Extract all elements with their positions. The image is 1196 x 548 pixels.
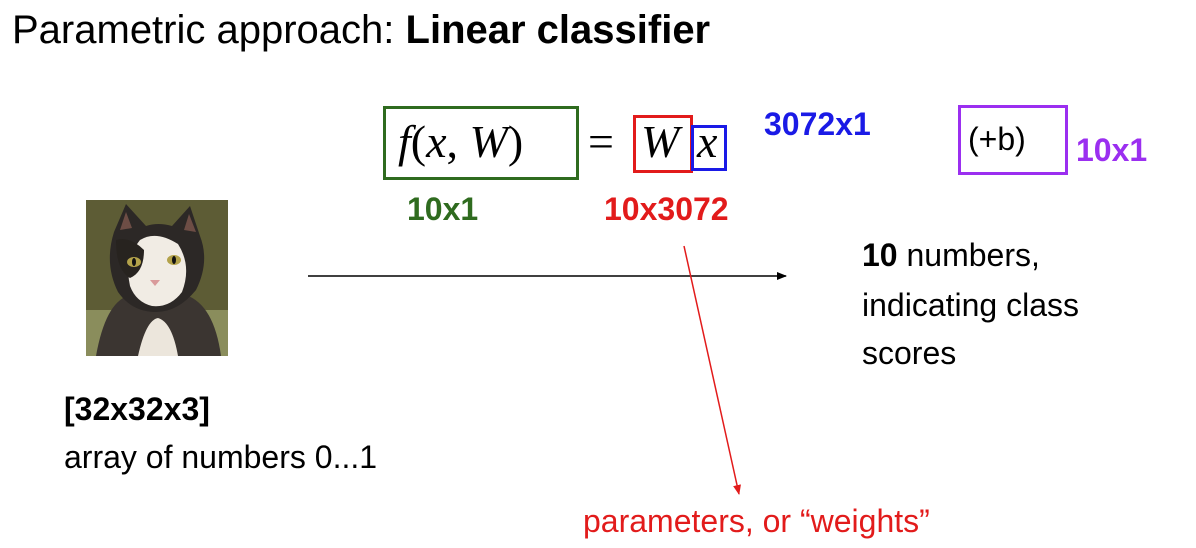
eq-close: ) [507, 116, 524, 167]
output-label-line2: indicating class [862, 287, 1079, 323]
bias-dim: 10x1 [1076, 132, 1148, 168]
output-rest: numbers, [897, 237, 1040, 273]
eq-W2-text: W [641, 116, 680, 167]
page-title: Parametric approach: Linear classifier [12, 4, 710, 56]
input-desc-label: array of numbers 0...1 [64, 439, 378, 475]
cat-drawing [86, 200, 228, 356]
title-bold: Linear classifier [405, 8, 711, 52]
weights-note: parameters, or “weights” [583, 503, 930, 539]
equation-lhs: f(x, W) [398, 112, 523, 172]
eq-x2: x [697, 112, 717, 172]
output-dim: 10x1 [407, 191, 479, 227]
input-dim: 3072x1 [764, 106, 871, 142]
input-shape-label: [32x32x3] [64, 391, 210, 427]
eq-f: f [398, 116, 411, 167]
eq-comma: , [446, 116, 470, 167]
weights-dim: 10x3072 [604, 191, 729, 227]
output-count: 10 [862, 237, 898, 273]
input-box [691, 125, 727, 171]
eq-open: ( [410, 116, 427, 167]
eq-x2-text: x [697, 116, 718, 167]
eq-x: x [426, 116, 447, 167]
cat-image [86, 200, 228, 356]
bias-term: (+b) [968, 121, 1026, 157]
title-prefix: Parametric approach: [12, 8, 406, 52]
output-box [383, 106, 579, 180]
bias-box [958, 105, 1068, 175]
output-label: 10 numbers, [862, 236, 1040, 274]
weights-arrow [683, 245, 741, 495]
eq-W2: W [641, 112, 679, 172]
eq-equals: = [588, 116, 614, 167]
output-label-line3: scores [862, 335, 957, 371]
eq-W: W [469, 116, 508, 167]
